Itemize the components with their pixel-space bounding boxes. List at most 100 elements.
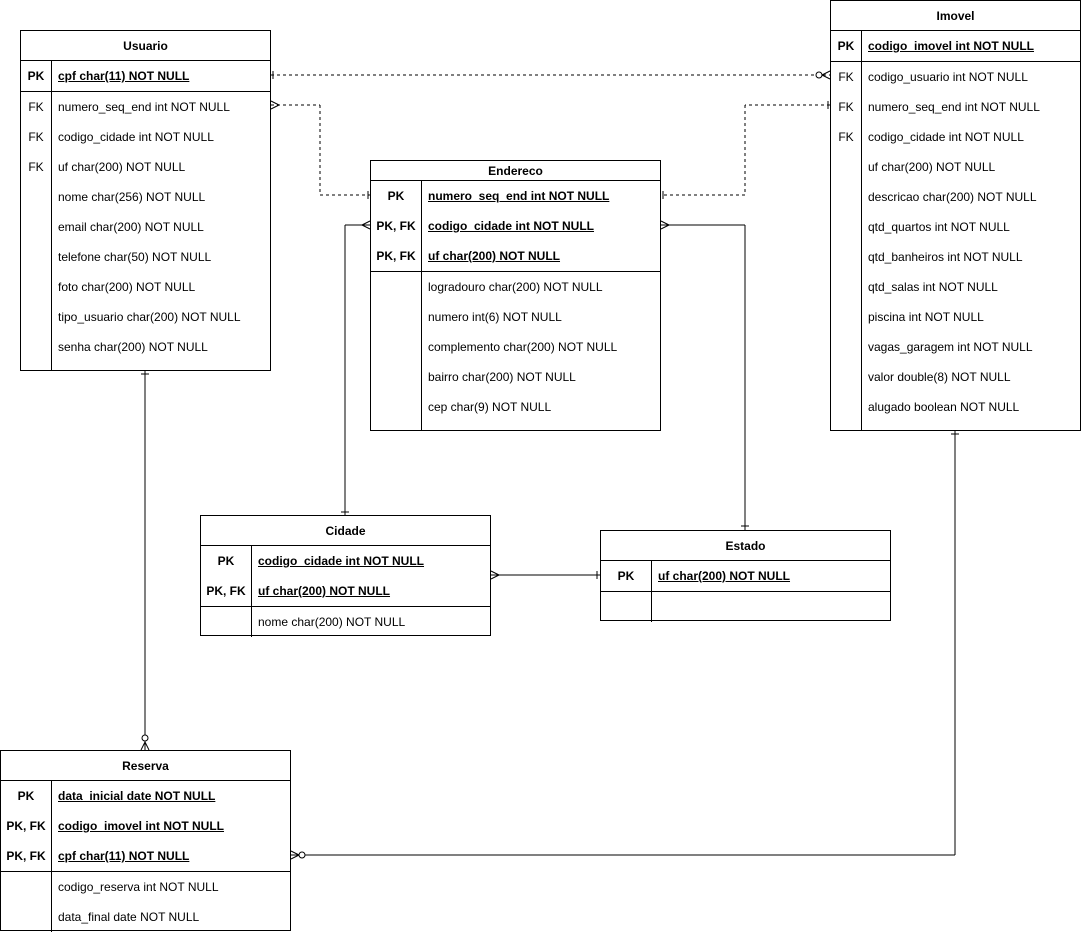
- attribute-label: codigo_cidade int NOT NULL: [258, 554, 425, 568]
- crows-foot-marker: [290, 854, 300, 860]
- primary-key-section: PK codigo_cidade int NOT NULL PK, FK uf cha…: [201, 546, 490, 607]
- attribute-label: descricao char(200) NOT NULL: [868, 190, 1037, 204]
- attribute-label: senha char(200) NOT NULL: [58, 340, 208, 354]
- attribute-row[interactable]: numero int(6) NOT NULL: [371, 302, 660, 332]
- entity-title: Endereco: [371, 161, 660, 181]
- column-divider: [51, 61, 52, 91]
- attribute-row[interactable]: piscina int NOT NULL: [831, 302, 1080, 332]
- key-label: PK: [17, 789, 35, 803]
- attribute-row[interactable]: vagas_garagem int NOT NULL: [831, 332, 1080, 362]
- attribute-row[interactable]: qtd_salas int NOT NULL: [831, 272, 1080, 302]
- key-label: PK, FK: [376, 249, 416, 263]
- column-divider: [51, 872, 52, 932]
- attribute-section: nome char(200) NOT NULL: [201, 607, 490, 637]
- attribute-row[interactable]: uf char(200) NOT NULL: [831, 152, 1080, 182]
- crows-foot-marker: [660, 224, 670, 230]
- key-label: FK: [838, 130, 854, 144]
- attribute-label: numero int(6) NOT NULL: [428, 310, 562, 324]
- attribute-row[interactable]: PK, FK uf char(200) NOT NULL: [371, 241, 660, 271]
- attribute-row[interactable]: logradouro char(200) NOT NULL: [371, 272, 660, 302]
- key-label: FK: [838, 70, 854, 84]
- attribute-row[interactable]: cep char(9) NOT NULL: [371, 392, 660, 422]
- entity-title: Usuario: [21, 31, 270, 61]
- crows-foot-marker: [660, 220, 670, 226]
- attribute-row[interactable]: valor double(8) NOT NULL: [831, 362, 1080, 392]
- attribute-label: qtd_salas int NOT NULL: [868, 280, 998, 294]
- entity-title: Cidade: [201, 516, 490, 546]
- attribute-row[interactable]: PK, FK uf char(200) NOT NULL: [201, 576, 490, 606]
- attribute-row[interactable]: alugado boolean NOT NULL: [831, 392, 1080, 422]
- key-label: PK, FK: [6, 819, 46, 833]
- attribute-label: qtd_banheiros int NOT NULL: [868, 250, 1023, 264]
- attribute-row[interactable]: email char(200) NOT NULL: [21, 212, 270, 242]
- attribute-row[interactable]: foto char(200) NOT NULL: [21, 272, 270, 302]
- attribute-row[interactable]: qtd_banheiros int NOT NULL: [831, 242, 1080, 272]
- crows-foot-marker: [140, 741, 146, 751]
- attribute-section: [601, 592, 890, 622]
- key-label: PK: [217, 554, 235, 568]
- attribute-label: piscina int NOT NULL: [868, 310, 984, 324]
- column-divider: [861, 62, 862, 430]
- key-label: PK, FK: [6, 849, 46, 863]
- key-label: PK, FK: [206, 584, 246, 598]
- column-divider: [51, 781, 52, 871]
- crows-foot-marker: [290, 850, 300, 856]
- attribute-row[interactable]: senha char(200) NOT NULL: [21, 332, 270, 362]
- optional-marker: [141, 734, 149, 742]
- attribute-label: codigo_cidade int NOT NULL: [58, 130, 214, 144]
- attribute-row[interactable]: qtd_quartos int NOT NULL: [831, 212, 1080, 242]
- attribute-label: codigo_reserva int NOT NULL: [58, 880, 219, 894]
- attribute-section: codigo_reserva int NOT NULL data_final da…: [1, 872, 290, 932]
- attribute-row[interactable]: nome char(256) NOT NULL: [21, 182, 270, 212]
- attribute-label: nome char(200) NOT NULL: [258, 615, 406, 629]
- attribute-label: alugado boolean NOT NULL: [868, 400, 1020, 414]
- attribute-label: uf char(200) NOT NULL: [428, 249, 561, 263]
- attribute-row[interactable]: nome char(200) NOT NULL: [201, 607, 490, 637]
- attribute-row[interactable]: PK codigo_cidade int NOT NULL: [201, 546, 490, 576]
- attribute-row[interactable]: complemento char(200) NOT NULL: [371, 332, 660, 362]
- attribute-label: uf char(200) NOT NULL: [868, 160, 996, 174]
- attribute-label: codigo_imovel int NOT NULL: [868, 39, 1035, 53]
- attribute-label: bairro char(200) NOT NULL: [428, 370, 576, 384]
- attribute-label: cep char(9) NOT NULL: [428, 400, 552, 414]
- attribute-label: cpf char(11) NOT NULL: [58, 69, 190, 83]
- optional-marker: [815, 71, 823, 79]
- attribute-row[interactable]: bairro char(200) NOT NULL: [371, 362, 660, 392]
- attribute-label: numero_seq_end int NOT NULL: [868, 100, 1040, 114]
- attribute-label: uf char(200) NOT NULL: [258, 584, 391, 598]
- column-divider: [651, 561, 652, 591]
- attribute-row[interactable]: descricao char(200) NOT NULL: [831, 182, 1080, 212]
- attribute-row[interactable]: data_final date NOT NULL: [1, 902, 290, 932]
- attribute-row[interactable]: telefone char(50) NOT NULL: [21, 242, 270, 272]
- attribute-row[interactable]: tipo_usuario char(200) NOT NULL: [21, 302, 270, 332]
- attribute-label: qtd_quartos int NOT NULL: [868, 220, 1010, 234]
- optional-marker: [298, 851, 306, 859]
- attribute-row[interactable]: [601, 592, 890, 622]
- attribute-label: email char(200) NOT NULL: [58, 220, 204, 234]
- attribute-row[interactable]: codigo_reserva int NOT NULL: [1, 872, 290, 902]
